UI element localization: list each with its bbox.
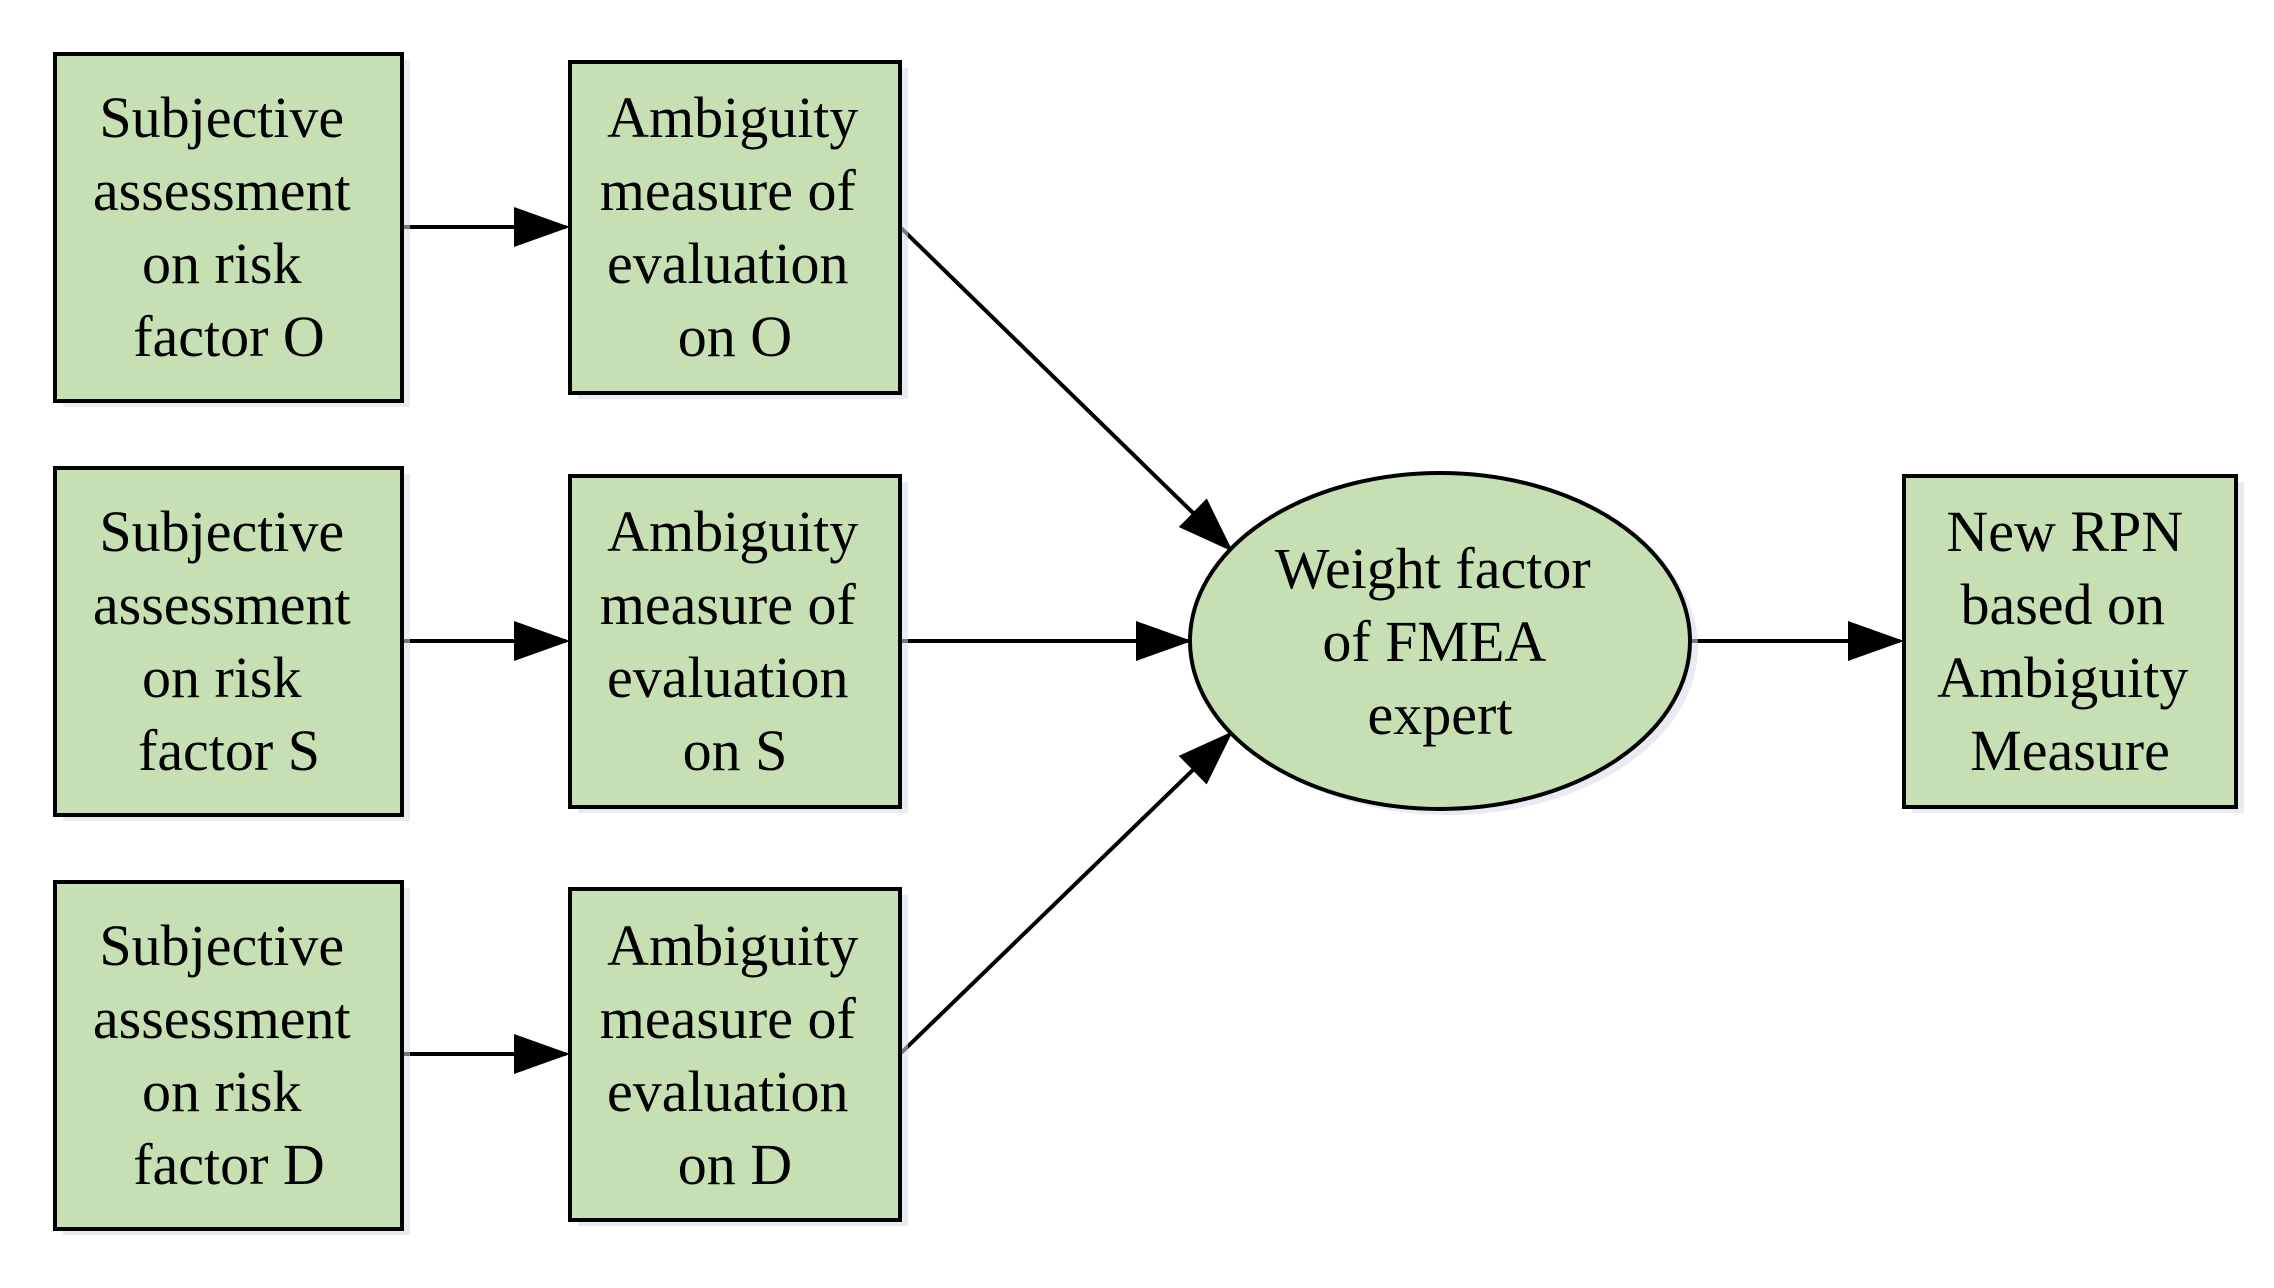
node-ambiguity-d: Ambiguity measure of evaluation on D <box>568 887 908 1226</box>
node-subjective-d-box <box>53 880 404 1231</box>
node-ambiguity-s: Ambiguity measure of evaluation on S <box>568 474 908 813</box>
node-new-rpn-label: New RPN based on Ambiguity Measure <box>1937 499 2203 783</box>
arrow-ambiguity-d-to-weight-factor <box>898 731 1233 1056</box>
node-weight-factor-ellipse <box>1188 471 1692 811</box>
node-ambiguity-o: Ambiguity measure of evaluation on O <box>568 60 908 399</box>
node-ambiguity-o-box <box>568 60 902 395</box>
node-subjective-d: Subjective assessment on risk factor D <box>53 880 410 1235</box>
node-subjective-d-label: Subjective assessment on risk factor D <box>93 913 365 1197</box>
node-subjective-o: Subjective assessment on risk factor O <box>53 52 410 407</box>
node-new-rpn: New RPN based on Ambiguity Measure <box>1902 474 2244 813</box>
node-weight-factor-label: Weight factor of FMEA expert <box>1275 536 1605 747</box>
arrow-ambiguity-o-to-weight-factor <box>898 225 1233 552</box>
node-subjective-s-box <box>53 466 404 817</box>
node-subjective-s-label: Subjective assessment on risk factor S <box>93 499 365 783</box>
node-new-rpn-box <box>1902 474 2238 809</box>
node-subjective-o-box <box>53 52 404 403</box>
node-ambiguity-s-label: Ambiguity measure of evaluation on S <box>600 499 873 783</box>
node-subjective-s: Subjective assessment on risk factor S <box>53 466 410 821</box>
connectors <box>402 207 1904 1074</box>
node-ambiguity-s-box <box>568 474 902 809</box>
node-subjective-o-label: Subjective assessment on risk factor O <box>93 85 365 369</box>
node-ambiguity-d-box <box>568 887 902 1222</box>
node-ambiguity-d-label: Ambiguity measure of evaluation on D <box>600 913 873 1197</box>
node-ambiguity-o-label: Ambiguity measure of evaluation on O <box>600 85 873 369</box>
node-weight-factor: Weight factor of FMEA expert <box>1188 471 1698 815</box>
